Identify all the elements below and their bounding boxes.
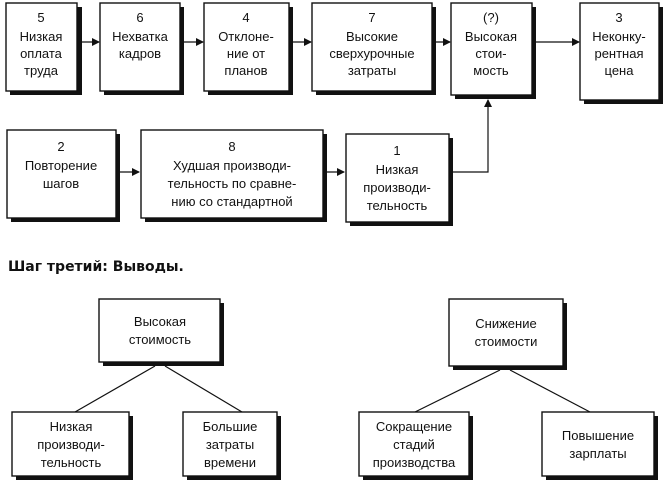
node-label-line: Низкая	[20, 29, 63, 44]
tree-right-edge-left	[414, 369, 501, 413]
node-number: 6	[136, 10, 143, 25]
node-label-line: Высокая	[134, 314, 186, 329]
node-label-line: затраты	[348, 63, 396, 78]
node-label-line: Повышение	[562, 428, 634, 443]
node-label-line: Снижение	[475, 316, 536, 331]
node-number: 5	[37, 10, 44, 25]
tree-left-root: Высокая стоимость	[98, 298, 224, 366]
flow-node-2: 2 Повторение шагов	[6, 129, 120, 222]
node-label-line: Нехватка	[112, 29, 168, 44]
node-label-line: Отклоне-	[218, 29, 274, 44]
node-label-line: Большие	[203, 419, 258, 434]
node-label-line: производства	[373, 455, 456, 470]
node-label-line: тельность по сравне-	[168, 176, 297, 191]
node-label-line: оплата	[20, 46, 63, 61]
node-label-line: Сокращение	[376, 419, 452, 434]
flow-node-4: 4 Отклоне- ние от планов	[203, 2, 293, 95]
node-label-line: Повторение	[25, 158, 97, 173]
node-label-line: кадров	[119, 46, 161, 61]
node-label-line: Высокая	[465, 29, 517, 44]
node-label-line: труда	[24, 63, 59, 78]
tree-right-child-right: Повышение зарплаты	[541, 411, 658, 480]
tree-right-root: Снижение стоимости	[448, 298, 567, 370]
flow-node-6: 6 Нехватка кадров	[99, 2, 184, 95]
flow-node-1: 1 Низкая производи- тельность	[345, 133, 453, 226]
node-label-line: нию со стандартной	[171, 194, 292, 209]
node-label-line: производи-	[363, 180, 431, 195]
section-heading: Шаг третий: Выводы.	[8, 259, 184, 275]
node-number: (?)	[483, 10, 499, 25]
flow-node-high-cost: (?) Высокая стои- мость	[450, 2, 536, 99]
tree-left-edge-right	[164, 365, 243, 413]
node-label-line: стои-	[475, 46, 506, 61]
node-label-line: сверхурочные	[329, 46, 414, 61]
tree-right-edge-right	[509, 369, 591, 413]
node-number: 3	[615, 10, 622, 25]
node-number: 7	[368, 10, 375, 25]
node-label-line: планов	[224, 63, 267, 78]
tree-left-child-right: Большие затраты времени	[182, 411, 281, 480]
node-label-line: Худшая производи-	[173, 158, 291, 173]
flow-node-7: 7 Высокие сверхурочные затраты	[311, 2, 436, 95]
node-number: 2	[57, 139, 64, 154]
node-label-line: стоимости	[475, 334, 538, 349]
node-number: 1	[393, 143, 400, 158]
flow-node-3: 3 Неконку- рентная цена	[579, 2, 663, 104]
node-number: 4	[242, 10, 249, 25]
node-label-line: Высокие	[346, 29, 398, 44]
node-label-line: времени	[204, 455, 256, 470]
node-label-line: стоимость	[129, 332, 191, 347]
node-label-line: производи-	[37, 437, 105, 452]
node-label-line: Низкая	[376, 162, 419, 177]
node-label-line: стадий	[393, 437, 435, 452]
tree-left-edge-left	[74, 365, 156, 413]
node-label-line: Неконку-	[592, 29, 646, 44]
edge-1-to-q	[449, 99, 492, 173]
node-number: 8	[228, 139, 235, 154]
tree-right-child-left: Сокращение стадий производства	[358, 411, 473, 480]
node-label-line: зарплаты	[569, 446, 626, 461]
tree-left-child-left: Низкая производи- тельность	[11, 411, 133, 480]
node-label-line: шагов	[43, 176, 79, 191]
node-label-line: рентная	[594, 46, 643, 61]
node-label-line: цена	[605, 63, 635, 78]
node-label-line: мость	[473, 63, 509, 78]
node-label-line: ние от	[227, 46, 265, 61]
node-label-line: затраты	[206, 437, 254, 452]
node-label-line: Низкая	[50, 419, 93, 434]
node-label-line: тельность	[367, 198, 428, 213]
flow-node-8: 8 Худшая производи- тельность по сравне-…	[140, 129, 327, 222]
node-label-line: тельность	[41, 455, 102, 470]
flow-node-5: 5 Низкая оплата труда	[5, 2, 82, 95]
